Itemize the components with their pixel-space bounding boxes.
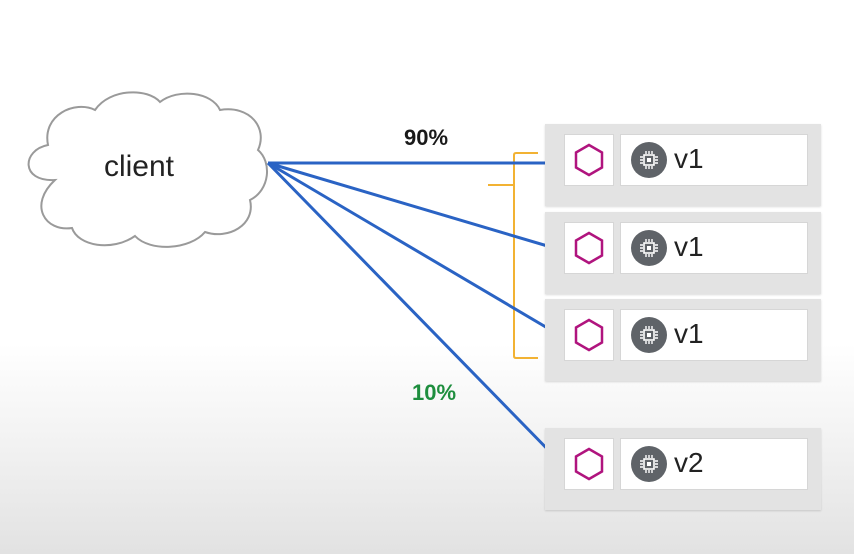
version-box: v1 bbox=[621, 223, 807, 273]
v1-group-bracket bbox=[488, 152, 538, 359]
pod-icon-box bbox=[565, 135, 613, 185]
minor-traffic-percentage: 10% bbox=[412, 380, 457, 405]
pod-icon-box bbox=[565, 310, 613, 360]
version-label: v1 bbox=[674, 231, 704, 262]
pod-icon-box bbox=[565, 439, 613, 489]
traffic-arrow-pod-3 bbox=[267, 161, 563, 338]
traffic-arrow-pod-4 bbox=[266, 161, 563, 465]
version-box: v2 bbox=[621, 439, 807, 489]
version-label: v1 bbox=[674, 143, 704, 174]
pod-row-4: v2 bbox=[545, 428, 821, 510]
chip-icon bbox=[631, 317, 667, 353]
pod-row-2: v1 bbox=[545, 212, 821, 294]
hexagon-icon bbox=[574, 447, 604, 481]
pod-row-1: v1 bbox=[545, 124, 821, 206]
traffic-arrow-pod-2 bbox=[267, 161, 563, 253]
major-traffic-percentage: 90% bbox=[404, 125, 449, 150]
chip-icon bbox=[631, 230, 667, 266]
version-label: v2 bbox=[674, 447, 704, 478]
client-cloud-icon bbox=[27, 91, 269, 248]
hexagon-icon bbox=[574, 143, 604, 177]
version-label: v1 bbox=[674, 318, 704, 349]
chip-icon bbox=[631, 142, 667, 178]
version-box: v1 bbox=[621, 135, 807, 185]
pod-row-3: v1 bbox=[545, 299, 821, 381]
client-label: client bbox=[103, 150, 175, 183]
hexagon-icon bbox=[574, 231, 604, 265]
pod-icon-box bbox=[565, 223, 613, 273]
version-box: v1 bbox=[621, 310, 807, 360]
hexagon-icon bbox=[574, 318, 604, 352]
chip-icon bbox=[631, 446, 667, 482]
